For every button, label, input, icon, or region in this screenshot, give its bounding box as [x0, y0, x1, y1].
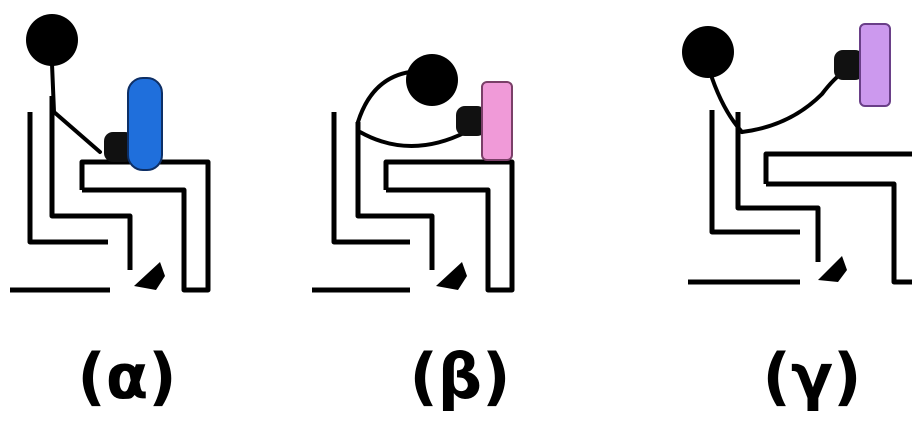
monitor-alpha [128, 78, 162, 170]
foot-gamma [818, 256, 847, 282]
figure-beta: (β) [312, 54, 512, 413]
foot-beta [436, 262, 467, 290]
body-gamma [712, 70, 846, 132]
figure-gamma: (γ) [682, 24, 912, 413]
chair-gamma [688, 110, 818, 282]
panel-label-beta: (β) [409, 340, 510, 413]
panel-label-gamma: (γ) [763, 340, 862, 413]
monitor-gamma [860, 24, 890, 106]
monitor-beta [482, 82, 512, 160]
head-beta [406, 54, 458, 106]
foot-alpha [134, 262, 165, 290]
body-alpha [52, 64, 100, 152]
desk-alpha [82, 162, 208, 290]
figure-alpha: (α) [10, 14, 208, 413]
panel-label-alpha: (α) [77, 340, 176, 413]
head-gamma [682, 26, 734, 78]
desk-beta [386, 162, 512, 290]
head-alpha [26, 14, 78, 66]
